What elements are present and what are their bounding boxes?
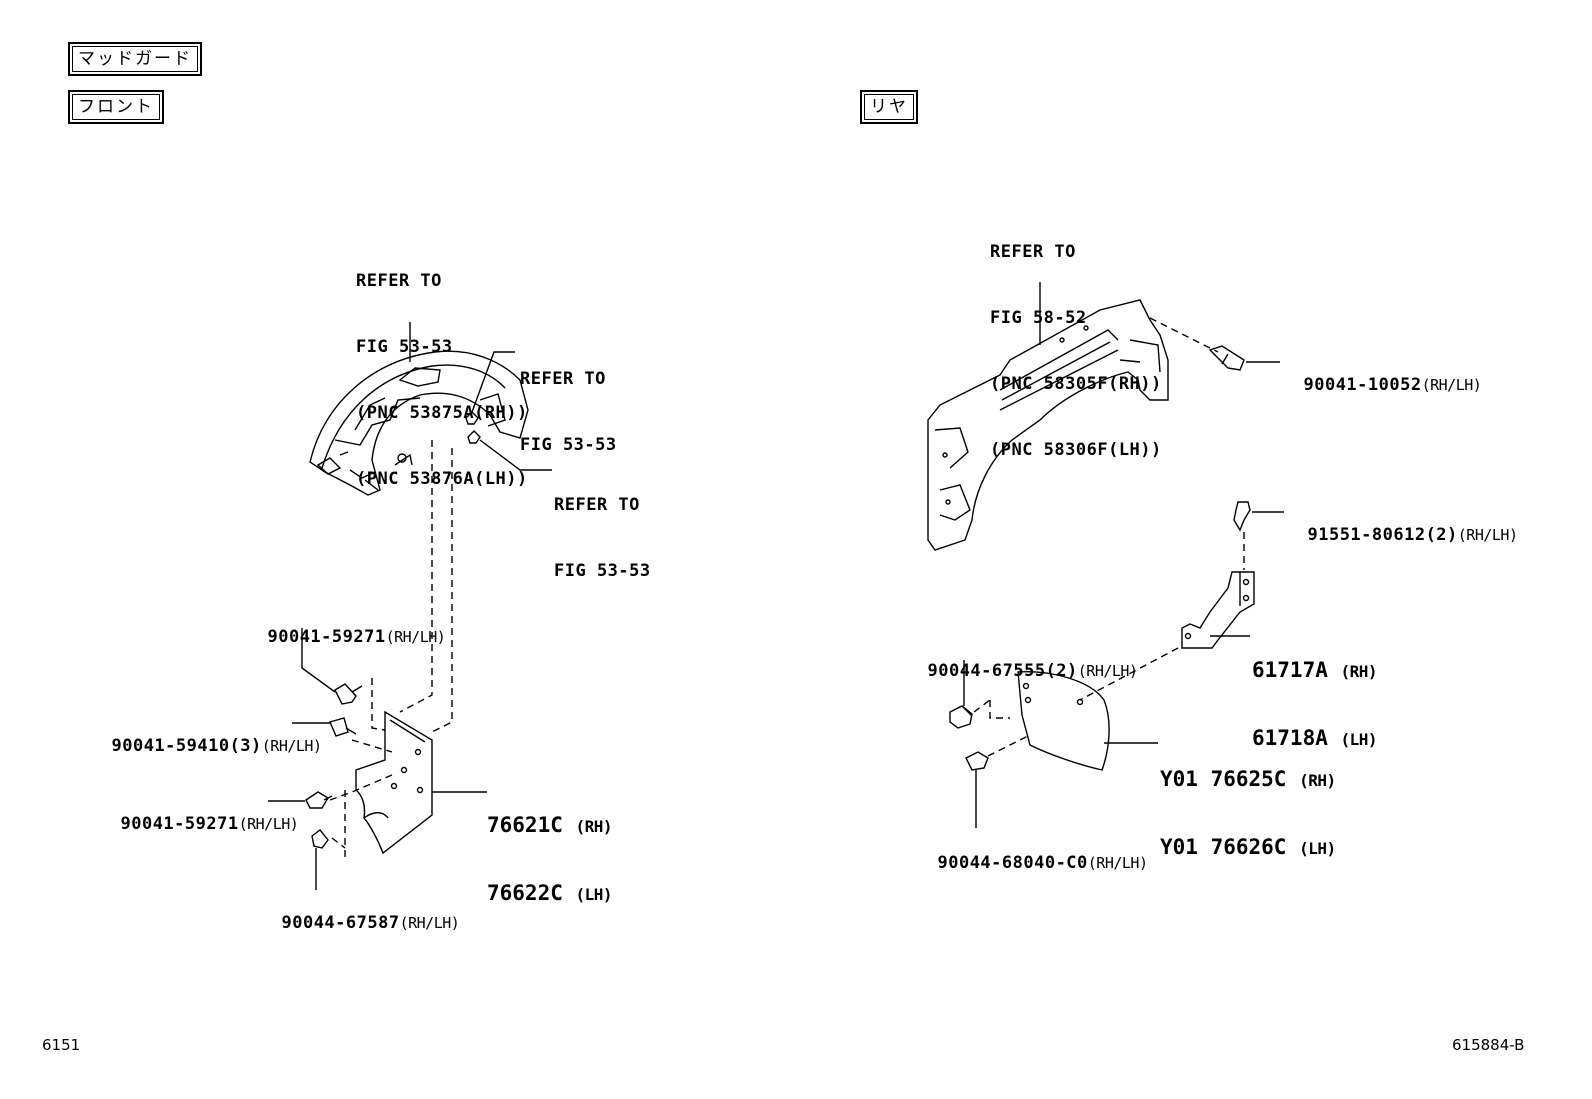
part-label-front-mudguard[interactable]: 76621C (RH) 76622C (LH) [487, 770, 613, 928]
refer-line: REFER TO [520, 369, 606, 389]
fig-line: FIG 53-53 [520, 435, 617, 455]
part-side: (RH/LH) [238, 815, 299, 833]
part-label-59271-lower[interactable]: 90041-59271(RH/LH) [99, 791, 298, 835]
pnc-rh-line: (PNC 53875A(RH)) [356, 403, 528, 423]
clip-59410 [329, 717, 357, 737]
side-rh: (RH) [575, 817, 613, 836]
part-number: 90044-67587 [281, 913, 400, 933]
bolt-10052 [1208, 345, 1245, 371]
pnc-lh-line: (PNC 53876A(LH)) [356, 469, 528, 489]
liner-clip-1 [465, 411, 479, 425]
screw-59271-lower [305, 791, 333, 809]
rear-heading-box: リヤ [860, 90, 918, 124]
liner-clip-2 [467, 430, 481, 444]
fig-line: FIG 53-53 [356, 337, 453, 357]
rear-heading: リヤ [870, 97, 908, 117]
front-refer-liner: REFER TO FIG 53-53 (PNC 53875A(RH)) (PNC… [356, 226, 528, 512]
rear-mudguard-drawing [1017, 671, 1110, 771]
pnc-lh-line: (PNC 58306F(LH)) [990, 440, 1162, 460]
side-rh: (RH) [1299, 771, 1336, 790]
part-number: 90041-59271 [267, 627, 386, 647]
rear-refer-panel: REFER TO FIG 58-52 (PNC 58305F(RH)) (PNC… [990, 197, 1162, 483]
part-label-67587[interactable]: 90044-67587(RH/LH) [260, 890, 459, 934]
clip-67587 [311, 829, 329, 849]
refer-line: REFER TO [356, 271, 442, 291]
part-label-59410[interactable]: 90041-59410(3)(RH/LH) [90, 713, 322, 757]
side-lh: (LH) [1299, 839, 1336, 858]
part-label-10052[interactable]: 90041-10052(RH/LH) [1282, 352, 1481, 396]
refer-line: REFER TO [554, 495, 640, 515]
part-number: 90041-10052 [1303, 375, 1422, 395]
side-lh: (LH) [575, 885, 613, 904]
pnc-rh-line: (PNC 58305F(RH)) [990, 374, 1162, 394]
part-number: 90044-68040-C0 [937, 853, 1088, 873]
clip-67555 [949, 705, 973, 729]
front-refer-upper: REFER TO FIG 53-53 [520, 324, 617, 478]
part-label-68040[interactable]: 90044-68040-C0(RH/LH) [916, 830, 1148, 874]
section-title-box: マッドガード [68, 42, 202, 76]
part-number: 91551-80612(2) [1307, 525, 1458, 545]
part-side: (RH/LH) [261, 737, 322, 755]
side-rh: (RH) [1340, 662, 1378, 681]
part-side: (RH/LH) [1421, 376, 1482, 394]
fig-line: FIG 58-52 [990, 308, 1087, 328]
rear-panel-drawing [927, 299, 1169, 551]
front-heading: フロント [78, 97, 154, 117]
part-number-rh: Y01 76625C [1160, 767, 1287, 791]
bolt-80612 [1233, 501, 1251, 532]
front-mudguard-drawing [355, 710, 433, 855]
rear-bracket-drawing [1181, 571, 1255, 649]
part-side: (RH/LH) [385, 628, 446, 646]
part-number: 90044-67555(2) [927, 661, 1078, 681]
front-heading-box: フロント [68, 90, 164, 124]
screw-59271-upper [334, 683, 363, 705]
part-number-lh: 61718A [1252, 726, 1328, 750]
footer-left-code: 6151 [42, 1036, 81, 1054]
part-number: 90041-59271 [120, 814, 239, 834]
part-label-bracket[interactable]: 61717A (RH) 61718A (LH) [1252, 615, 1378, 773]
part-side: (RH/LH) [399, 914, 460, 932]
fender-liner-drawing [309, 350, 529, 496]
part-label-59271-upper[interactable]: 90041-59271(RH/LH) [246, 604, 445, 648]
side-lh: (LH) [1340, 730, 1378, 749]
part-number-rh: 76621C [487, 813, 563, 837]
part-number-lh: 76622C [487, 881, 563, 905]
fig-line: FIG 53-53 [554, 561, 651, 581]
footer-right-code: 615884-B [1452, 1036, 1525, 1054]
part-label-80612[interactable]: 91551-80612(2)(RH/LH) [1286, 502, 1518, 546]
screw-68040 [965, 751, 989, 771]
section-title: マッドガード [78, 49, 192, 69]
part-number-rh: 61717A [1252, 658, 1328, 682]
part-number-lh: Y01 76626C [1160, 835, 1287, 859]
part-number: 90041-59410(3) [111, 736, 262, 756]
part-side: (RH/LH) [1077, 662, 1138, 680]
part-label-67555[interactable]: 90044-67555(2)(RH/LH) [906, 638, 1138, 682]
part-side: (RH/LH) [1457, 526, 1518, 544]
part-label-rear-mudguard[interactable]: Y01 76625C (RH) Y01 76626C (LH) [1160, 724, 1336, 882]
front-refer-lower: REFER TO FIG 53-53 [554, 450, 651, 604]
refer-line: REFER TO [990, 242, 1076, 262]
part-side: (RH/LH) [1087, 854, 1148, 872]
